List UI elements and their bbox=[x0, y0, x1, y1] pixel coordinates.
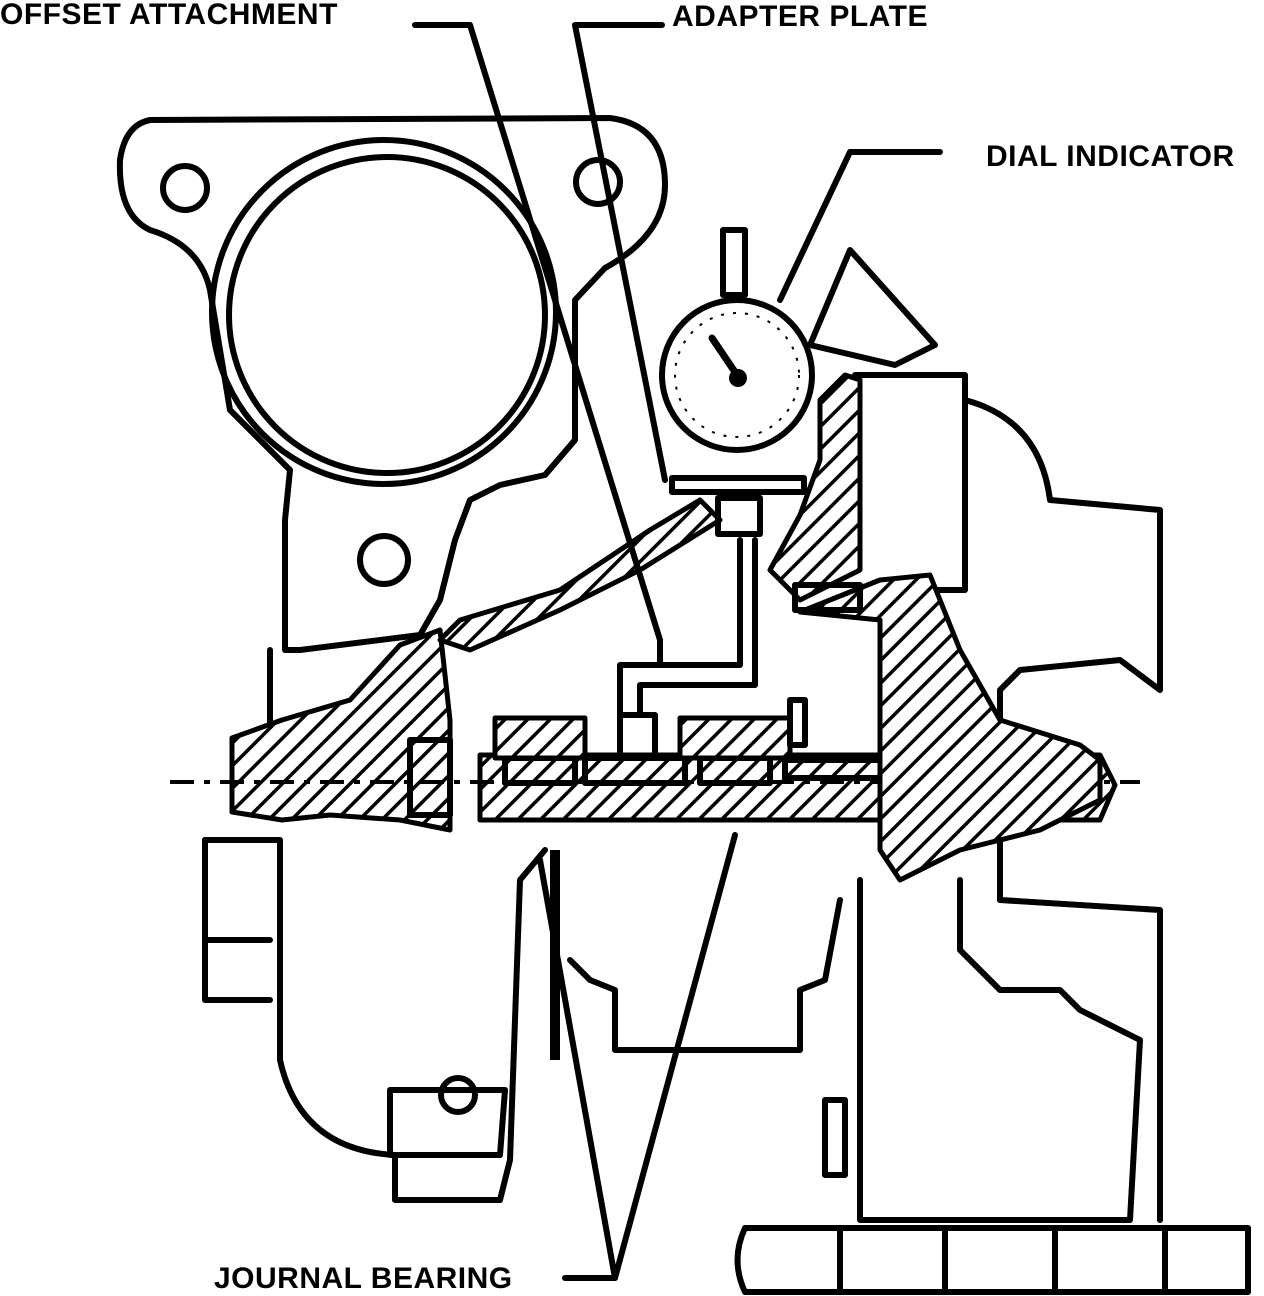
plunger-tip bbox=[617, 712, 658, 760]
leader-offset-attachment bbox=[412, 22, 663, 668]
leader-journal-bearing-a bbox=[537, 857, 618, 1281]
dial-indicator bbox=[659, 227, 815, 537]
adapter-plate bbox=[669, 475, 807, 495]
turbine-wheel-hub bbox=[229, 627, 453, 833]
mounting-base bbox=[734, 1225, 1251, 1295]
leader-adapter-plate bbox=[572, 22, 668, 483]
oil-drain-section bbox=[550, 850, 843, 1060]
leader-lines bbox=[412, 22, 943, 1281]
compressor-housing bbox=[767, 247, 1163, 1223]
dial-needle bbox=[708, 334, 741, 379]
dial-mount bbox=[715, 495, 763, 537]
bolt-hole-lower bbox=[357, 533, 411, 587]
turbine-housing-lower bbox=[202, 647, 548, 1203]
inlet-port-outer-ring bbox=[209, 137, 559, 487]
journal-bearing-right bbox=[677, 715, 793, 761]
compressor-wheel bbox=[797, 572, 1103, 883]
bolt-hole-right bbox=[573, 157, 623, 207]
bolt-hole-left bbox=[160, 163, 210, 213]
label-offset-attachment: OFFSET ATTACHMENT bbox=[0, 0, 338, 31]
journal-bearing-left bbox=[492, 715, 588, 761]
label-journal-bearing: JOURNAL BEARING bbox=[214, 1262, 513, 1295]
seal-ring bbox=[407, 737, 453, 818]
offset-attachment bbox=[437, 497, 758, 718]
inlet-port-inner-ring bbox=[226, 154, 548, 476]
dial-face bbox=[659, 297, 815, 453]
leader-journal-bearing-b bbox=[612, 832, 738, 1281]
label-dial-indicator: DIAL INDICATOR bbox=[986, 140, 1235, 173]
label-adapter-plate: ADAPTER PLATE bbox=[672, 0, 928, 33]
bolt-hole-bottom bbox=[438, 1075, 478, 1115]
dial-stem bbox=[720, 227, 748, 298]
leader-dial-indicator bbox=[777, 149, 943, 303]
